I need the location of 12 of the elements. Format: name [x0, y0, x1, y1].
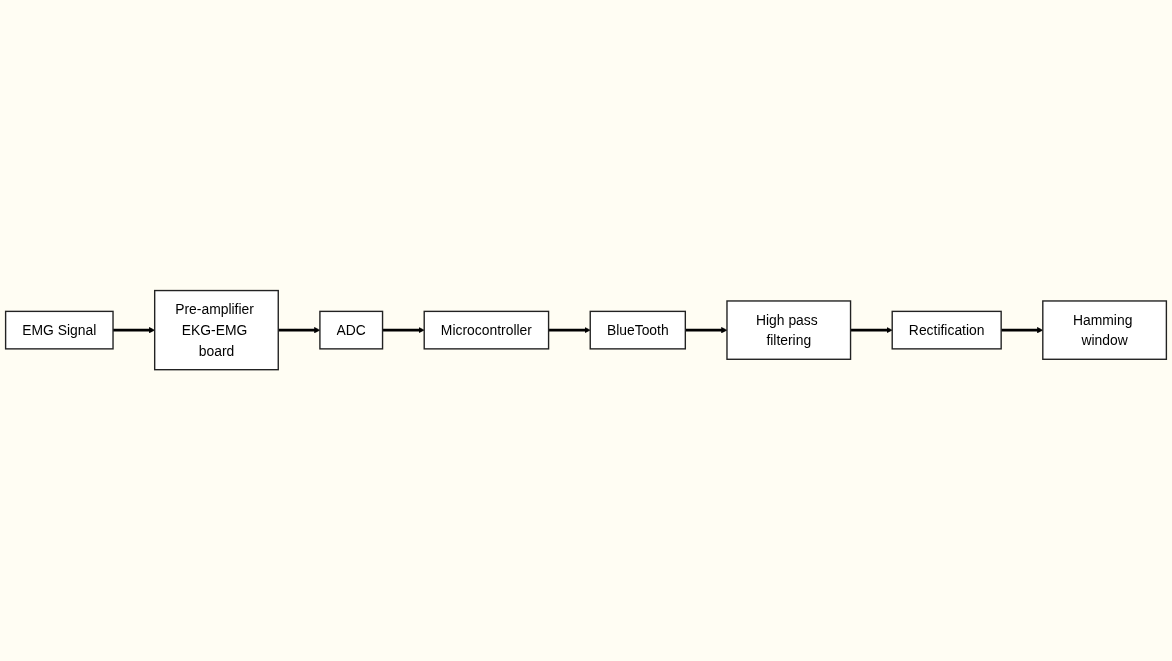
arrow	[548, 327, 591, 334]
node-box: Pre-amplifier EKG-EMG board	[154, 290, 279, 371]
node-box: Rectification	[891, 311, 1002, 350]
node-box: Microcontroller	[423, 311, 550, 350]
node-box: EMG Signal	[4, 311, 114, 350]
arrow	[113, 327, 155, 334]
node-box: BlueTooth	[589, 311, 686, 350]
arrow	[382, 327, 425, 334]
node-box: High pass filtering	[726, 300, 852, 361]
node-box: ADC	[319, 311, 384, 350]
arrow	[850, 327, 893, 334]
node-box: Hamming window	[1042, 300, 1168, 361]
